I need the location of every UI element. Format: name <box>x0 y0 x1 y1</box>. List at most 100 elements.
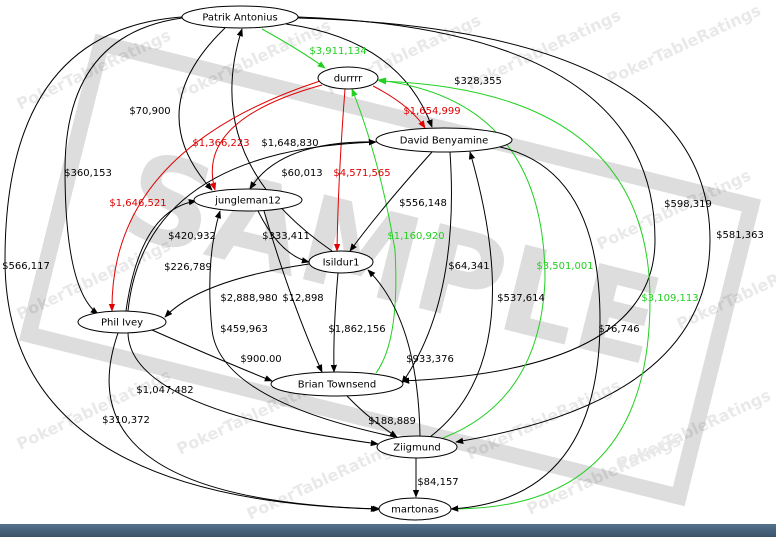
edge-patrik-to-david <box>285 23 433 128</box>
edge-durrrr-to-isildur <box>333 88 346 252</box>
edge-ziigmund-to-isildur <box>367 269 421 437</box>
edge-label-isildur-to-phil: $2,888,980 <box>220 293 277 304</box>
edge-martonas-to-durrrr <box>378 78 651 510</box>
edge-jungleman-to-isildur <box>257 210 310 264</box>
edge-label-patrik-to-durrrr: $3,911,134 <box>309 46 366 57</box>
edge-brian-to-ziigmund <box>346 395 398 438</box>
edge-label-brian-to-durrrr: $1,160,920 <box>387 231 444 242</box>
edge-label-martonas-to-durrrr: $3,109,113 <box>641 293 698 304</box>
edge-label-durrrr-to-isildur: $4,571,565 <box>333 168 390 179</box>
node-label-martonas: martonas <box>391 505 439 516</box>
node-label-david: David Benyamine <box>400 136 488 147</box>
edge-label-patrik-to-jungleman: $70,900 <box>129 106 170 117</box>
edge-isildur-to-phil <box>164 263 310 318</box>
node-ellipse-ziigmund <box>376 435 458 459</box>
edge-label-ziigmund-to-jungleman: $459,963 <box>220 324 268 335</box>
edge-label-patrik-to-phil: $360,153 <box>64 168 112 179</box>
edge-label-david-to-martonas: $76,746 <box>598 324 639 335</box>
brand-watermark-text: PokerTableRatings <box>524 431 684 519</box>
edge-labels-layer: $3,911,134 $328,355 $70,900 $360,153 $566,11… <box>2 46 764 488</box>
node-ellipse-david <box>375 127 513 153</box>
edge-label-david-to-brian: $64,341 <box>448 261 489 272</box>
node-isildur: Isildur1 <box>308 250 374 274</box>
edge-patrik-to-martonas <box>4 16 379 513</box>
edge-ziigmund-to-david <box>429 151 493 438</box>
edge-isildur-to-brian <box>330 272 339 373</box>
node-ellipse-isildur <box>308 250 374 274</box>
brand-watermark-text: PokerTableRatings <box>464 376 624 464</box>
node-label-durrrr: durrrr <box>334 74 363 85</box>
edge-label-patrik-to-david: $328,355 <box>454 76 502 87</box>
edges-layer <box>4 16 711 513</box>
edge-label-jungleman-to-brian: $12,898 <box>282 293 323 304</box>
edge-label-brian-to-ziigmund: $188,889 <box>368 416 416 427</box>
edge-brian-to-durrrr <box>351 88 397 374</box>
edge-label-phil-to-david: $226,789 <box>164 262 212 273</box>
node-label-phil: Phil Ivey <box>101 318 143 329</box>
node-durrrr: durrrr <box>317 66 379 90</box>
edge-label-ziigmund-to-martonas: $84,157 <box>417 477 458 488</box>
edge-durrrr-to-phil <box>108 80 321 312</box>
edge-patrik-to-phil <box>64 16 191 315</box>
edge-david-to-jungleman <box>249 141 379 190</box>
node-label-patrik: Patrik Antonius <box>202 13 277 24</box>
edge-label-jungleman-to-isildur: $333,411 <box>262 231 310 242</box>
node-ellipse-brian <box>270 371 404 397</box>
node-ellipse-jungleman <box>193 188 303 212</box>
node-ellipse-durrrr <box>317 66 379 90</box>
edge-phil-to-jungleman <box>125 198 197 312</box>
edge-david-to-martonas <box>450 146 601 512</box>
node-ellipse-phil <box>77 310 167 334</box>
edge-label-patrik-to-martonas: $566,117 <box>2 261 50 272</box>
node-ellipse-martonas <box>378 497 452 521</box>
brand-watermark-text: PokerTableRatings <box>604 1 764 89</box>
edge-phil-to-ziigmund <box>127 332 379 447</box>
node-brian: Brian Townsend <box>270 371 404 397</box>
node-patrik: Patrik Antonius <box>181 5 299 29</box>
edge-label-ziigmund-to-david: $537,614 <box>497 293 545 304</box>
edge-label-phil-to-brian: $900.00 <box>240 354 281 365</box>
edge-label-phil-to-martonas: $310,372 <box>102 415 150 426</box>
edge-ziigmund-to-jungleman <box>209 210 396 438</box>
edge-durrrr-to-jungleman <box>209 84 323 191</box>
edge-patrik-to-durrrr <box>261 28 326 69</box>
node-ellipse-patrik <box>181 5 299 29</box>
edge-label-ziigmund-to-isildur: $933,376 <box>406 354 454 365</box>
brand-watermark-text: PokerTableRatings <box>14 366 174 454</box>
edge-label-durrrr-to-phil: $1,646,521 <box>109 198 166 209</box>
node-jungleman: jungleman12 <box>193 188 303 212</box>
node-label-brian: Brian Townsend <box>298 380 377 391</box>
edge-ziigmund-to-durrrr <box>377 77 546 439</box>
node-label-isildur: Isildur1 <box>323 258 360 269</box>
edge-label-david-to-jungleman: $60,013 <box>281 168 322 179</box>
edge-label-patrik-to-brian: $598,319 <box>664 199 712 210</box>
edge-label-isildur-to-brian: $1,862,156 <box>328 324 385 335</box>
node-ziigmund: Ziigmund <box>376 435 458 459</box>
edge-label-david-to-isildur: $556,148 <box>399 198 447 209</box>
edge-durrrr-to-david <box>372 85 426 129</box>
edge-jungleman-to-brian <box>263 210 323 373</box>
node-phil: Phil Ivey <box>77 310 167 334</box>
bottom-bar <box>0 524 776 537</box>
edge-label-isildur-to-patrik: $1,648,830 <box>261 138 318 149</box>
edge-patrik-to-brian <box>297 16 656 384</box>
edge-label-phil-to-jungleman: $420,932 <box>168 231 216 242</box>
edge-label-phil-to-ziigmund: $1,047,482 <box>136 385 193 396</box>
edge-label-durrrr-to-jungleman: $1,366,223 <box>192 138 249 149</box>
edge-patrik-to-ziigmund <box>297 17 711 444</box>
edge-label-patrik-to-ziigmund: $581,363 <box>716 230 764 241</box>
edge-david-to-brian <box>401 151 452 384</box>
edge-label-ziigmund-to-durrrr: $3,501,001 <box>536 261 593 272</box>
edge-david-to-isildur <box>349 151 433 252</box>
edge-phil-to-brian <box>151 329 273 382</box>
edge-phil-to-martonas <box>108 332 381 512</box>
edge-patrik-to-jungleman <box>178 27 226 191</box>
node-label-jungleman: jungleman12 <box>214 196 281 207</box>
edge-phil-to-david <box>127 139 377 312</box>
node-martonas: martonas <box>378 497 452 521</box>
node-david: David Benyamine <box>375 127 513 153</box>
edge-isildur-to-patrik <box>231 28 333 252</box>
